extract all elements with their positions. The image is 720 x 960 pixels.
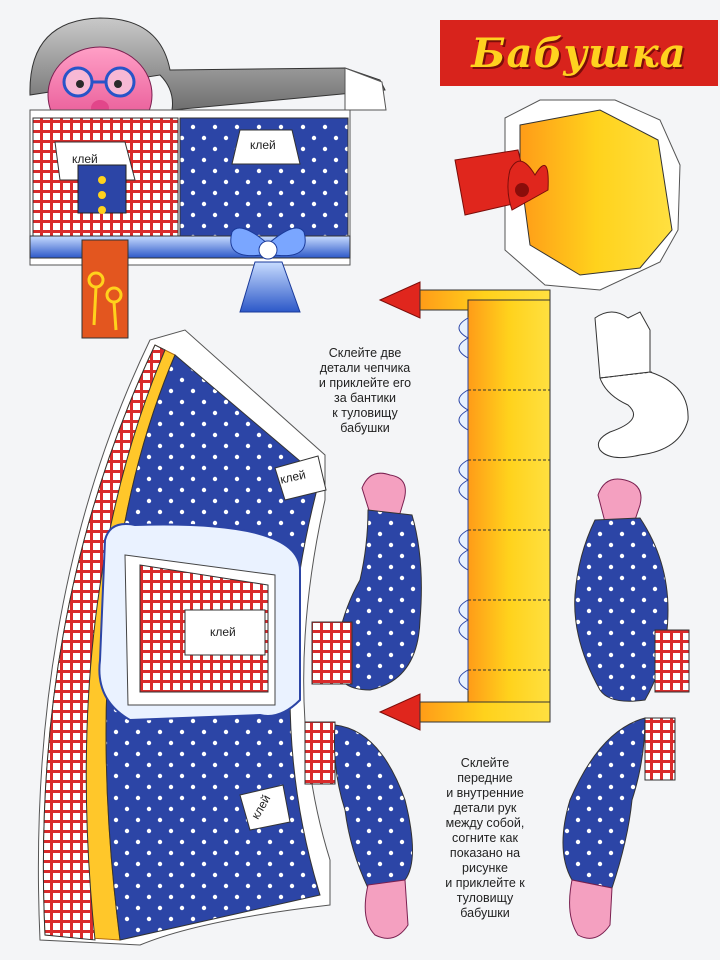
glue-label-apron: клей: [210, 625, 236, 639]
glue-label-collar: клей: [72, 152, 98, 166]
arm-inner-left: [304, 721, 413, 939]
glue-label-back: клей: [250, 138, 276, 152]
cap-cutout: [454, 99, 681, 291]
instruction-cap: Склейте две детали чепчика и приклейте е…: [318, 346, 412, 435]
arm-front-right: [574, 478, 690, 702]
page-title: Бабушка: [471, 29, 687, 77]
instruction-arms: Склейте передние и внутренние детали рук…: [445, 756, 525, 920]
mitten-outline: [594, 311, 689, 459]
title-banner: [440, 20, 718, 86]
arm-front-left: [311, 472, 422, 691]
cap-strip: [378, 281, 551, 731]
skirt-cutout: [37, 329, 331, 946]
arm-inner-right: [562, 717, 676, 939]
body-cutout: [29, 17, 387, 339]
